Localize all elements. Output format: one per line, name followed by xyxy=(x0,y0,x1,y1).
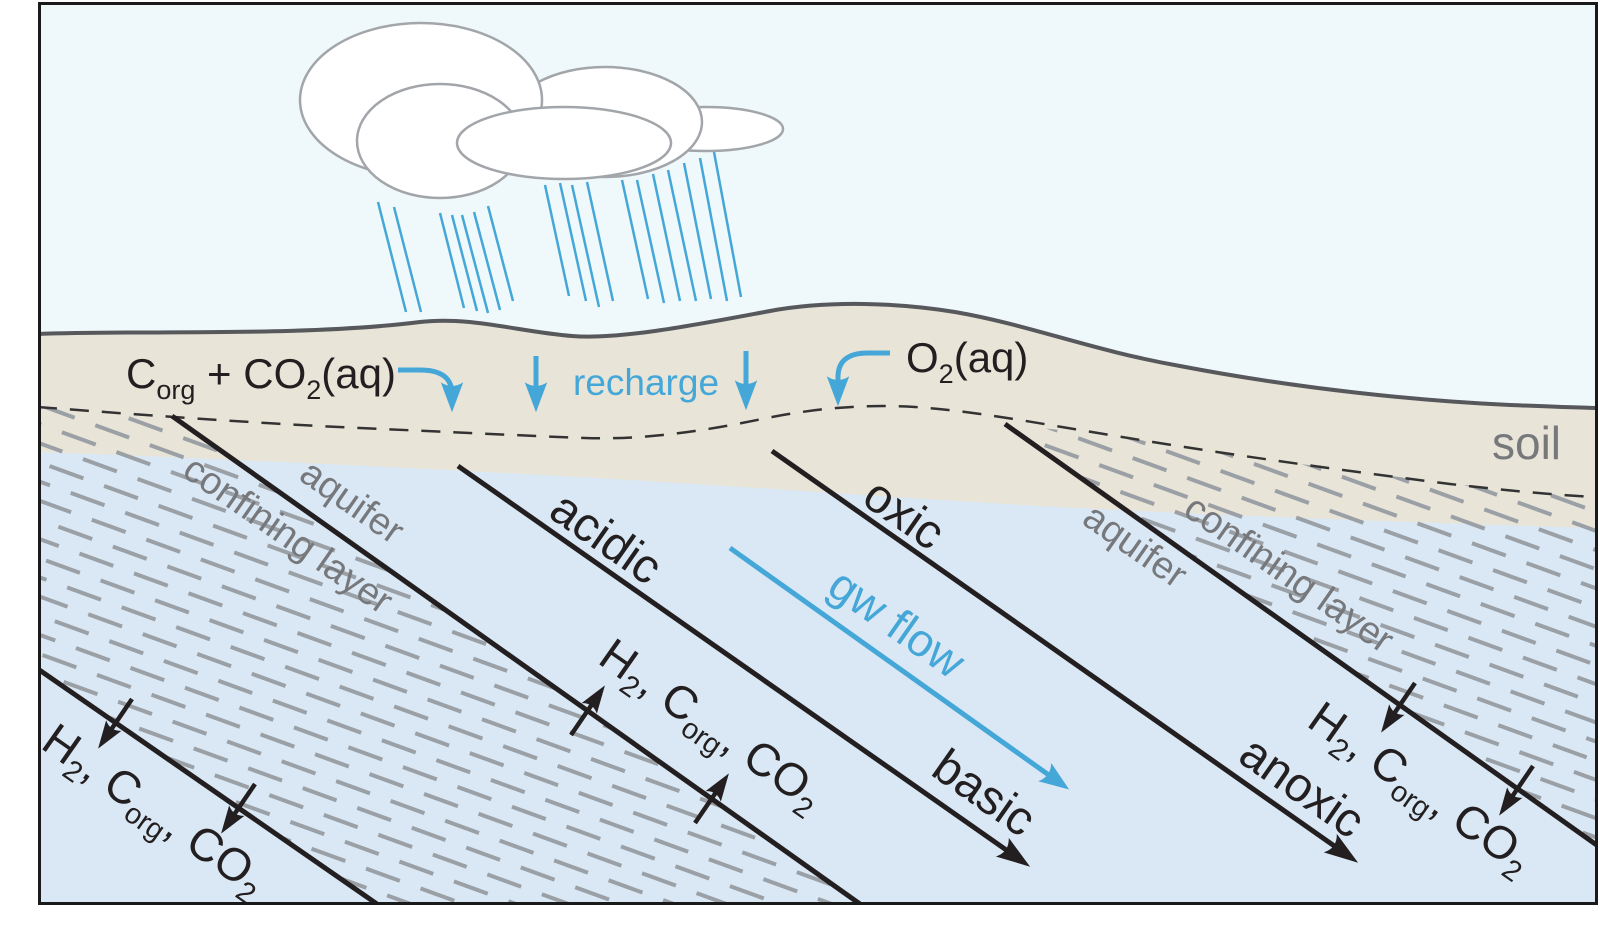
boundary-line-left-upper xyxy=(170,413,862,904)
boundary-line-right xyxy=(1003,421,1597,849)
ground-surface-line xyxy=(39,301,1597,410)
flux-arrow-icon xyxy=(693,773,729,825)
flux-arrow-icon xyxy=(98,697,134,749)
recharge-arrows xyxy=(398,350,890,413)
flux-arrow-icon xyxy=(221,782,257,834)
rain-lines xyxy=(376,151,743,314)
label-recharge: recharge xyxy=(573,362,719,403)
confining-layer-left-hatch xyxy=(39,408,860,904)
rain-clouds xyxy=(298,21,785,200)
label-soil: soil xyxy=(1492,417,1561,469)
flux-arrow-icon xyxy=(1381,681,1417,733)
recharge-arrow-icon xyxy=(398,367,464,413)
cloud-icon xyxy=(455,105,673,181)
acidic-basic-flow-arrow xyxy=(456,463,1031,867)
layer-boundary-lines xyxy=(39,413,1597,904)
oxic-anoxic-flow-arrow xyxy=(770,448,1359,863)
flux-arrow-icon xyxy=(569,685,605,737)
gw-flow-arrow xyxy=(728,545,1070,790)
flux-arrow-icon xyxy=(1499,764,1535,816)
water-table-line xyxy=(39,404,1597,499)
recharge-arrow-icon xyxy=(826,350,890,407)
flux-arrows xyxy=(98,681,1535,834)
label-o2-aq: O2(aq) xyxy=(906,334,1028,389)
figure-frame xyxy=(38,2,1598,905)
label-corg-co2: Corg + CO2(aq) xyxy=(126,350,396,405)
boundary-line-left-lower xyxy=(39,666,379,904)
